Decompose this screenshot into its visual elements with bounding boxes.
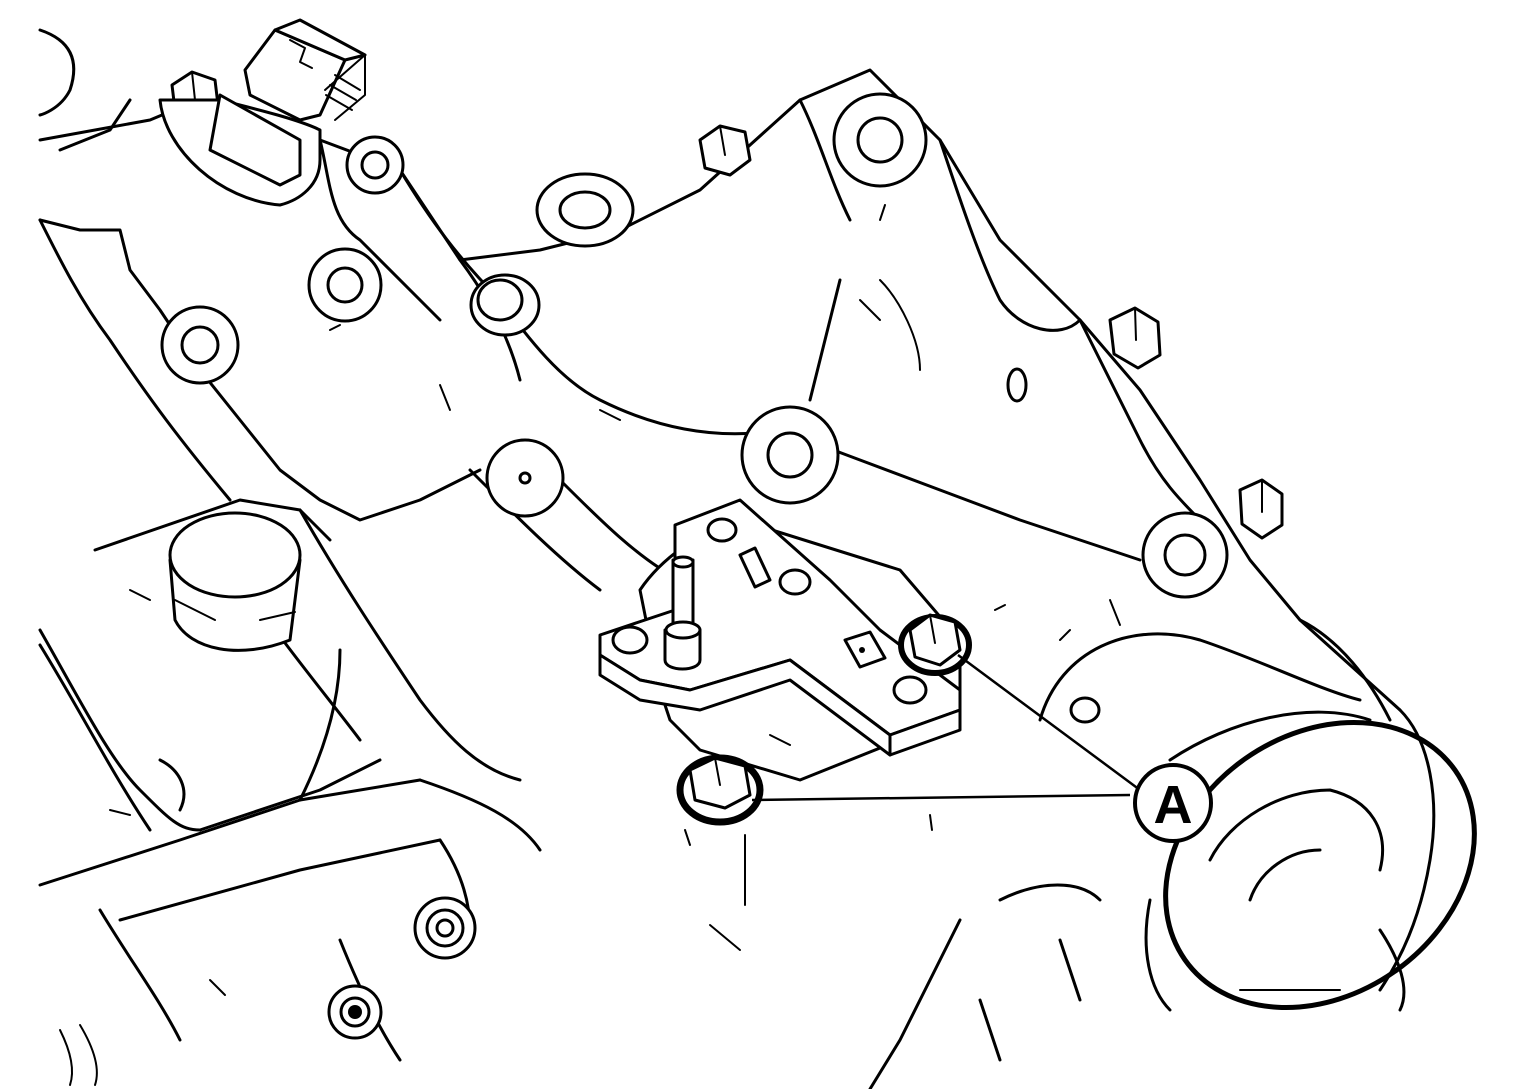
callout-bolts [676, 613, 972, 826]
callout-a: A [1133, 763, 1213, 843]
sensor-connector [158, 18, 367, 207]
mounting-bracket [598, 498, 962, 782]
callout-a-label: A [1154, 775, 1193, 835]
lower-left-housing [38, 498, 542, 1086]
casting-boss-holes [160, 92, 1229, 724]
upper-casting [38, 28, 1402, 712]
surface-marks [109, 204, 1121, 996]
callout-leaders [751, 653, 1141, 802]
pulley-housing [868, 618, 1477, 1089]
